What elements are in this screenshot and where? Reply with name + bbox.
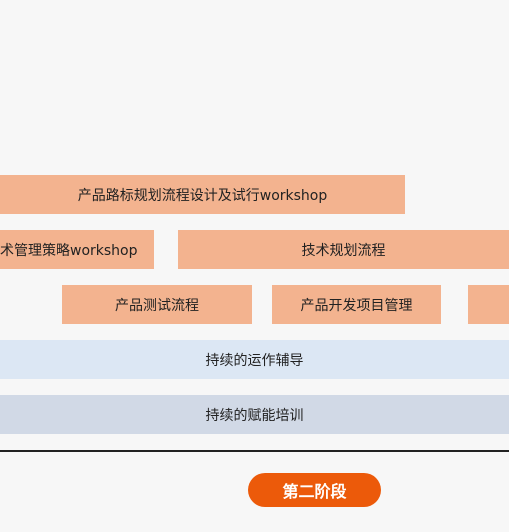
enablement-training-label: 持续的赋能培训 — [205, 407, 304, 424]
tech-planning-block: 技术规划流程 — [178, 230, 509, 269]
product-dev-label: 产品开发项目管理 — [300, 297, 413, 314]
product-testing-block: 产品测试流程 — [62, 285, 252, 324]
roadmap-workshop-label: 产品路标规划流程设计及试行workshop — [77, 187, 328, 204]
operations-coaching-band: 持续的运作辅导 — [0, 340, 509, 379]
enablement-training-band: 持续的赋能培训 — [0, 395, 509, 434]
product-dev-block: 产品开发项目管理 — [272, 285, 441, 324]
stage-badge: 第二阶段 — [248, 473, 381, 507]
product-testing-label: 产品测试流程 — [115, 297, 199, 314]
tech-planning-label: 技术规划流程 — [301, 242, 386, 259]
roadmap-workshop-block: 产品路标规划流程设计及试行workshop — [0, 175, 405, 214]
tech-strategy-workshop-block: 术管理策略workshop — [0, 230, 154, 269]
timeline-divider — [0, 450, 509, 452]
cropped-block — [468, 285, 509, 324]
operations-coaching-label: 持续的运作辅导 — [205, 352, 304, 369]
stage-label: 第二阶段 — [282, 482, 347, 501]
tech-strategy-workshop-label: 术管理策略workshop — [0, 242, 138, 259]
